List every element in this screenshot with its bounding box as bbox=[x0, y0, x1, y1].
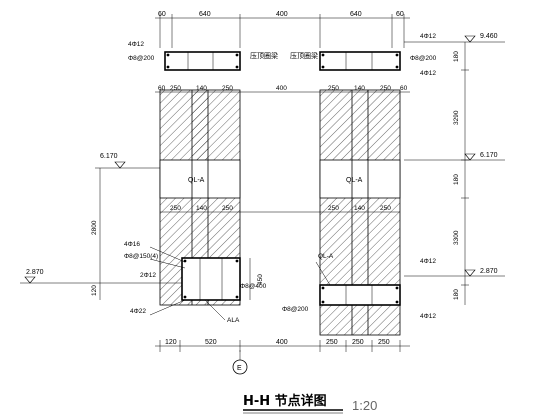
right-pier: QL-A bbox=[319, 89, 401, 286]
svg-text:3300: 3300 bbox=[453, 230, 460, 245]
left-ring-beam-label: QL-A bbox=[188, 177, 205, 184]
svg-text:140: 140 bbox=[354, 85, 365, 92]
svg-text:250: 250 bbox=[380, 85, 391, 92]
svg-text:250: 250 bbox=[352, 339, 364, 346]
svg-text:4Φ12: 4Φ12 bbox=[420, 313, 436, 320]
left-bottom-column bbox=[181, 257, 241, 301]
svg-text:4Φ22: 4Φ22 bbox=[130, 308, 146, 315]
svg-text:4Φ12: 4Φ12 bbox=[128, 41, 144, 48]
right-beam-note: 压顶圈梁 bbox=[290, 51, 318, 60]
svg-text:Φ8@200: Φ8@200 bbox=[410, 55, 437, 62]
svg-text:6.170: 6.170 bbox=[100, 153, 118, 160]
svg-text:60: 60 bbox=[158, 85, 166, 92]
dim-top-5: 60 bbox=[396, 11, 404, 18]
left-elevations: 6.170 2.870 2800 120 450 bbox=[20, 153, 264, 300]
left-top-beam bbox=[164, 51, 241, 71]
svg-text:140: 140 bbox=[196, 85, 207, 92]
svg-text:250: 250 bbox=[222, 85, 233, 92]
svg-text:4Φ12: 4Φ12 bbox=[420, 258, 436, 265]
svg-text:250: 250 bbox=[328, 85, 339, 92]
right-bottom-beam bbox=[319, 284, 401, 336]
svg-text:140: 140 bbox=[196, 205, 207, 212]
right-ring-beam-label: QL-A bbox=[346, 177, 363, 184]
right-rebar-labels: 4Φ12 Φ8@200 4Φ12 4Φ12 Φ8@200 4Φ12 QL-A bbox=[282, 33, 437, 320]
svg-text:Φ8@200: Φ8@200 bbox=[128, 55, 155, 62]
title-text: H-H 节点详图 bbox=[243, 393, 327, 409]
svg-text:4Φ16: 4Φ16 bbox=[124, 241, 140, 248]
svg-text:250: 250 bbox=[170, 205, 181, 212]
row-dim-upper: 60 250 140 250 400 250 140 250 60 bbox=[155, 85, 410, 93]
drawing-title: H-H 节点详图 1:20 bbox=[243, 393, 377, 414]
svg-text:9.460: 9.460 bbox=[480, 33, 498, 40]
svg-text:6.170: 6.170 bbox=[480, 152, 498, 159]
axis-bubble: E bbox=[232, 350, 248, 375]
svg-text:120: 120 bbox=[91, 285, 98, 296]
svg-text:Φ8@400: Φ8@400 bbox=[240, 283, 267, 290]
svg-text:60: 60 bbox=[400, 85, 408, 92]
dim-top-2: 640 bbox=[199, 11, 211, 18]
svg-text:250: 250 bbox=[222, 205, 233, 212]
svg-text:250: 250 bbox=[378, 339, 390, 346]
svg-text:250: 250 bbox=[326, 339, 338, 346]
svg-text:QL-A: QL-A bbox=[318, 253, 334, 260]
svg-text:400: 400 bbox=[276, 85, 287, 92]
svg-text:250: 250 bbox=[328, 205, 339, 212]
left-rebar-labels: 4Φ12 Φ8@200 4Φ16 Φ8@150(4) 2Φ12 Φ8@400 4… bbox=[124, 41, 267, 324]
svg-text:2.870: 2.870 bbox=[26, 269, 44, 276]
svg-text:2.870: 2.870 bbox=[480, 268, 498, 275]
right-top-beam bbox=[319, 51, 401, 71]
svg-text:180: 180 bbox=[453, 51, 460, 62]
svg-text:2800: 2800 bbox=[91, 220, 98, 235]
svg-text:140: 140 bbox=[354, 205, 365, 212]
svg-text:ALA: ALA bbox=[227, 317, 240, 324]
svg-text:520: 520 bbox=[205, 339, 217, 346]
axis-label: E bbox=[237, 365, 242, 372]
scale-text: 1:20 bbox=[352, 398, 377, 413]
svg-text:4Φ12: 4Φ12 bbox=[420, 33, 436, 40]
top-dimension-chain: 60 640 400 640 60 bbox=[155, 11, 410, 48]
left-beam-note: 压顶圈梁 bbox=[250, 51, 278, 60]
svg-text:4Φ12: 4Φ12 bbox=[420, 70, 436, 77]
svg-text:250: 250 bbox=[170, 85, 181, 92]
right-elevations: 9.460 6.170 2.870 180 3290 180 3300 180 bbox=[404, 33, 505, 305]
svg-text:3290: 3290 bbox=[453, 110, 460, 125]
svg-text:180: 180 bbox=[453, 174, 460, 185]
bottom-dimension-chain: 120 520 400 250 250 250 bbox=[155, 339, 410, 352]
dim-top-3: 400 bbox=[276, 11, 288, 18]
svg-text:2Φ12: 2Φ12 bbox=[140, 272, 156, 279]
svg-text:250: 250 bbox=[380, 205, 391, 212]
svg-text:120: 120 bbox=[165, 339, 177, 346]
row-dim-mid: 250 140 250 250 140 250 bbox=[160, 205, 400, 213]
dim-top-4: 640 bbox=[350, 11, 362, 18]
dim-top-1: 60 bbox=[158, 11, 166, 18]
svg-text:Φ8@150(4): Φ8@150(4) bbox=[124, 253, 158, 260]
svg-text:450: 450 bbox=[257, 274, 264, 285]
svg-text:Φ8@200: Φ8@200 bbox=[282, 306, 309, 313]
svg-text:180: 180 bbox=[453, 289, 460, 300]
svg-text:400: 400 bbox=[276, 339, 288, 346]
